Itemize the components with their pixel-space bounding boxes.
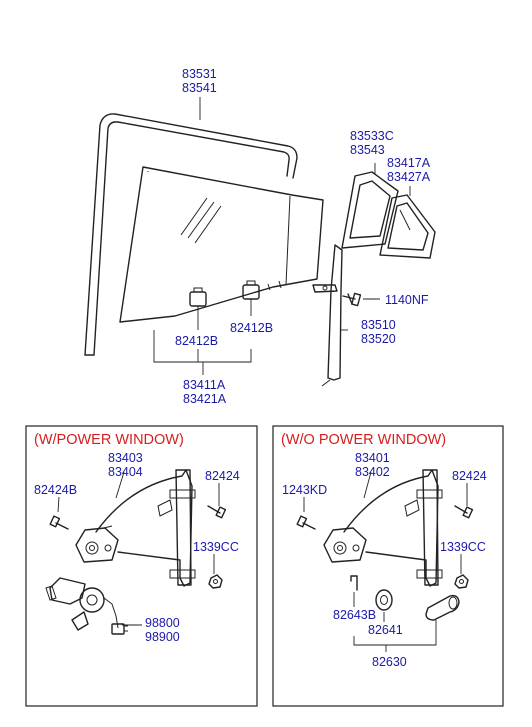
pn-glass-2: 83421A — [183, 392, 227, 406]
pn-quarter-glass-1: 83417A — [387, 156, 431, 170]
bolt-82424-left-box — [207, 505, 227, 519]
pn-clip-right: 82412B — [230, 321, 273, 335]
power-window-title: (W/POWER WINDOW) — [34, 432, 184, 448]
handle-clip — [350, 575, 358, 591]
bolt-82424-right-box — [454, 505, 474, 519]
leader-82424b — [57, 496, 60, 513]
window-handle — [425, 594, 460, 621]
leader-glass — [153, 338, 252, 363]
pn-1339cc-right: 1339CC — [440, 540, 486, 554]
leader-regulator-power — [115, 471, 125, 499]
pn-regulator-power-1: 83403 — [108, 451, 143, 465]
pn-82424-left: 82424 — [205, 469, 240, 483]
power-window-box — [25, 425, 258, 707]
pn-glass-run-2: 83541 — [182, 81, 217, 95]
window-motor — [45, 577, 128, 635]
pn-clip-82643b: 82643B — [333, 608, 376, 622]
glass-clip-right — [242, 280, 260, 300]
nut-1339cc-left-box — [208, 574, 223, 589]
pn-82424-right: 82424 — [452, 469, 487, 483]
escutcheon — [375, 589, 393, 611]
manual-window-box — [272, 425, 504, 707]
glass-run-channel — [84, 113, 298, 356]
pn-quarter-glass-2: 83427A — [387, 170, 431, 184]
pn-regulator-manual-1: 83401 — [355, 451, 390, 465]
pn-glass-run-1: 83531 — [182, 67, 217, 81]
pn-1339cc-left: 1339CC — [193, 540, 239, 554]
nut-1339cc-right-box — [454, 574, 469, 589]
pn-glass-1: 83411A — [183, 378, 226, 392]
pn-quarter-seal-1: 83533C — [350, 129, 394, 143]
pn-regulator-manual-2: 83402 — [355, 465, 390, 479]
pn-bolt-1140nf: 1140NF — [385, 293, 429, 307]
pn-regulator-power-2: 83404 — [108, 465, 143, 479]
door-glass — [119, 166, 324, 323]
pn-clip-left: 82412B — [175, 334, 218, 348]
bolt-82424b — [49, 515, 69, 530]
quarter-glass — [379, 194, 436, 259]
pn-motor-1: 98800 — [145, 616, 180, 630]
bolt-1140nf — [342, 292, 362, 307]
leader-handle — [353, 620, 437, 646]
pn-handle: 82630 — [372, 655, 407, 669]
quarter-window-seal — [341, 171, 399, 249]
power-regulator — [75, 469, 196, 587]
pn-1243kd: 1243KD — [282, 483, 327, 497]
pn-channel-2: 83520 — [361, 332, 396, 346]
bolt-1243kd — [296, 515, 316, 530]
manual-window-title: (W/O POWER WINDOW) — [281, 432, 446, 448]
rear-channel — [312, 244, 343, 387]
pn-quarter-seal-2: 83543 — [350, 143, 385, 157]
glass-edge-marks — [267, 280, 282, 291]
pn-82424b: 82424B — [34, 483, 77, 497]
pn-motor-2: 98900 — [145, 630, 180, 644]
manual-regulator — [323, 469, 443, 587]
pn-escutcheon: 82641 — [368, 623, 403, 637]
glass-clip-left — [189, 287, 207, 307]
pn-channel-1: 83510 — [361, 318, 396, 332]
leader-regulator-manual — [363, 471, 372, 499]
